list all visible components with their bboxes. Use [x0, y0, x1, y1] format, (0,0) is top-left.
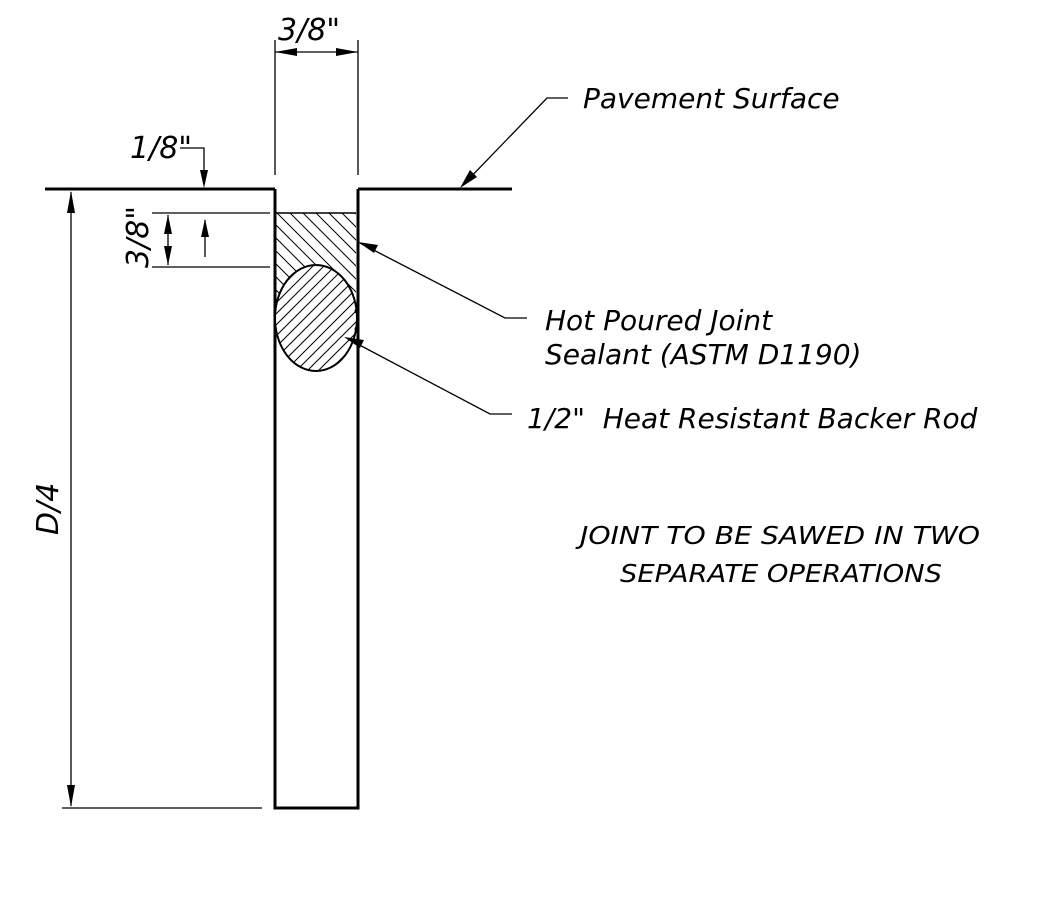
hatch-line	[275, 265, 357, 371]
hatch-line	[275, 265, 357, 371]
hatch-line	[306, 265, 357, 371]
hatch-line	[384, 183, 572, 371]
pavement-outline	[45, 187, 512, 810]
hatch-line	[284, 265, 357, 371]
hatch-line	[295, 265, 357, 371]
hatch-line	[276, 213, 356, 312]
hatch-line	[354, 213, 356, 312]
saw-depth-label: D/4	[31, 483, 66, 535]
hatch-line	[317, 265, 357, 371]
pavement-surface-label: Pavement Surface	[583, 82, 840, 115]
saw-cut-outline	[273, 189, 360, 810]
pavement-surface-leader	[460, 97, 568, 188]
sawing-note-line1: JOINT TO BE SAWED IN TWO	[574, 521, 980, 550]
sealant-depth-dimension	[152, 212, 270, 268]
sealant-depth-label: 3/8"	[121, 206, 156, 268]
hatch-line	[275, 265, 357, 371]
joint-width-label: 3/8"	[278, 13, 340, 48]
hatch-line	[339, 265, 357, 371]
recess-depth-label: 1/8"	[130, 131, 192, 166]
hatch-line	[275, 265, 357, 371]
hatch-line	[289, 213, 356, 312]
joint-width-dimension	[274, 40, 359, 175]
hatch-line	[302, 213, 356, 312]
hatch-line	[362, 183, 550, 371]
sawing-note-line2: SEPARATE OPERATIONS	[620, 559, 942, 588]
sealant-label-line2: Sealant (ASTM D1190)	[545, 338, 861, 371]
hatch-line	[275, 265, 276, 371]
hatch-line	[368, 213, 548, 393]
hatch-line	[381, 213, 561, 393]
saw-depth-dimension	[62, 191, 262, 809]
recess-dimension	[180, 147, 208, 188]
sealant-label-line1: Hot Poured Joint	[545, 304, 773, 337]
backer-rod-label: 1/2" Heat Resistant Backer Rod	[527, 402, 978, 435]
sealant-leader	[354, 242, 527, 319]
backer-rod-leader	[344, 326, 512, 415]
hatch-line	[350, 265, 357, 371]
hatch-line	[315, 213, 356, 312]
hatch-line	[275, 265, 357, 371]
hatch-line	[275, 265, 357, 371]
hatch-line	[341, 213, 356, 312]
hatch-line	[373, 183, 561, 371]
hatch-line	[275, 265, 357, 371]
